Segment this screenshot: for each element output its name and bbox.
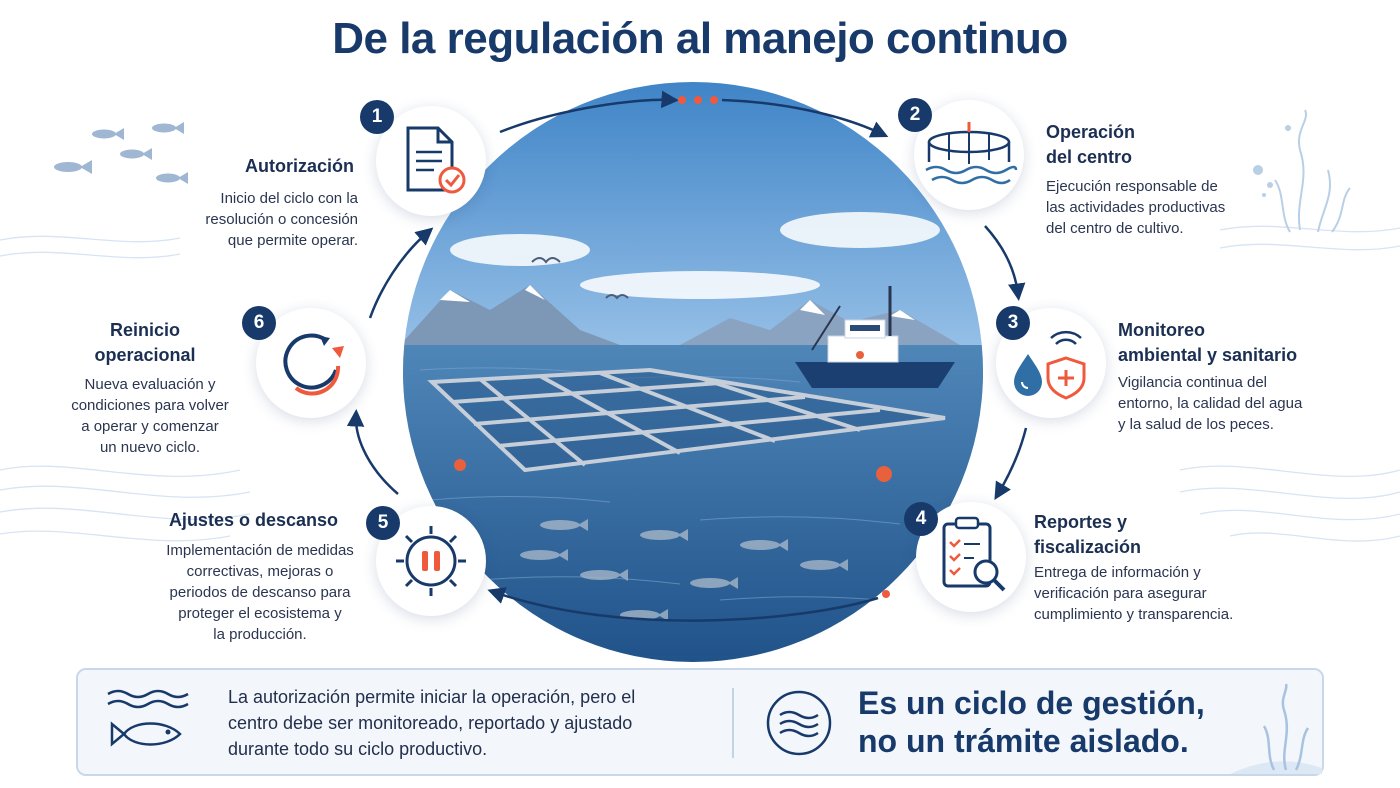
step-3-number: 3 xyxy=(996,306,1030,340)
step-3-title: Monitoreo ambiental y sanitario xyxy=(1118,320,1298,365)
water-drop-shield-icon xyxy=(1014,330,1086,400)
fish-school xyxy=(54,122,188,184)
wave-circle-icon xyxy=(766,690,832,756)
underwater-fish xyxy=(520,519,848,621)
waves-fish-icon xyxy=(107,689,189,747)
step-6-title: Reinicio operacional xyxy=(94,320,196,365)
step-1-title: Autorización xyxy=(244,156,354,176)
step-2-title: Operación del centro xyxy=(1046,122,1136,167)
restart-cycle-icon xyxy=(283,333,344,396)
fish-pen-icon xyxy=(925,122,1018,185)
step-5-title: Ajustes o descanso xyxy=(168,510,338,530)
clipboard-search-icon xyxy=(942,516,1006,592)
seaweed-right xyxy=(1274,109,1351,233)
step-1-description: Inicio del ciclo con la resolución o con… xyxy=(205,190,358,249)
step-2-description: Ejecución responsable de las actividades… xyxy=(1046,178,1226,237)
banner-divider xyxy=(732,688,734,758)
banner-text: La autorización permite iniciar la opera… xyxy=(228,687,636,759)
step-2-number: 2 xyxy=(898,98,932,132)
step-5-description: Implementación de medidas correctivas, m… xyxy=(166,542,354,643)
step-4-number: 4 xyxy=(904,502,938,536)
step-1-number: 1 xyxy=(360,100,394,134)
step-6-icon-circle xyxy=(256,308,366,418)
step-4-title: Reportes y fiscalización xyxy=(1034,512,1142,557)
seaweed-icon xyxy=(1230,683,1322,774)
step-4-description: Entrega de información y verificación pa… xyxy=(1034,564,1234,623)
document-check-icon xyxy=(406,126,466,194)
step-3-description: Vigilancia continua del entorno, la cali… xyxy=(1118,374,1303,433)
summary-banner xyxy=(76,668,1324,776)
net-pens xyxy=(427,367,946,473)
step-2-icon-circle xyxy=(914,100,1024,210)
step-1-icon-circle xyxy=(376,106,486,216)
boat xyxy=(795,286,955,388)
step-5-number: 5 xyxy=(366,506,400,540)
step-6-number: 6 xyxy=(242,306,276,340)
step-6-description: Nueva evaluación y condiciones para volv… xyxy=(71,376,229,456)
step-5-icon-circle xyxy=(376,506,486,616)
banner-slogan: Es un ciclo de gestión, no un trámite ai… xyxy=(858,685,1205,759)
gear-pause-icon xyxy=(396,526,466,596)
page-title: De la regulación al manejo continuo xyxy=(332,14,1068,63)
